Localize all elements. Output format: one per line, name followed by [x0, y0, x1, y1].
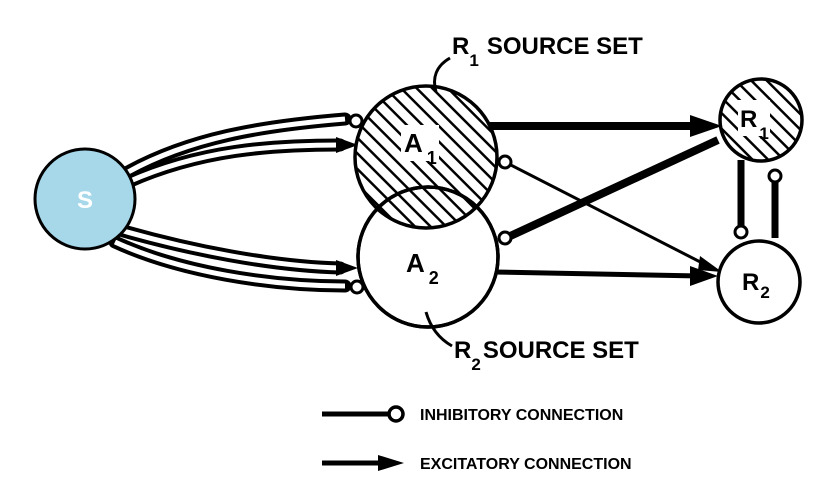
node-a2-outline [356, 185, 500, 329]
s-to-a1-connection [121, 112, 364, 179]
node-s [33, 147, 137, 251]
inhibitory-terminal-icon [387, 405, 405, 423]
node-r2 [716, 239, 802, 325]
r1-source-set-label: R1SOURCE SET [452, 33, 643, 70]
s-to-a2-excitatory [113, 223, 358, 276]
node-r2-label: R2 [742, 269, 770, 302]
a1-to-r1-excitatory [490, 115, 722, 137]
r2-source-set-label: R2SOURCE SET [454, 337, 639, 374]
a2-to-r2-excitatory [493, 266, 718, 286]
node-r1-label: R1 [740, 106, 769, 143]
a2-to-r1-excitatory [497, 136, 720, 246]
legend-inhibitory: INHIBITORY CONNECTION [322, 405, 623, 424]
a1-to-r2-excitatory [497, 154, 722, 272]
s-to-a2-inhibitory [108, 235, 365, 295]
excitatory-arrowhead-icon [378, 455, 404, 471]
legend-inhibitory-label: INHIBITORY CONNECTION [420, 407, 623, 424]
r1-source-set-pointer [433, 56, 451, 93]
node-s-label: S [77, 187, 93, 214]
r2-source-set-pointer [424, 311, 453, 348]
r1-r2-mutual-inhibition [733, 160, 783, 240]
legend-excitatory: EXCITATORY CONNECTION [322, 455, 632, 473]
legend-excitatory-label: EXCITATORY CONNECTION [420, 456, 632, 473]
s-to-a1-excitatory [121, 137, 358, 189]
